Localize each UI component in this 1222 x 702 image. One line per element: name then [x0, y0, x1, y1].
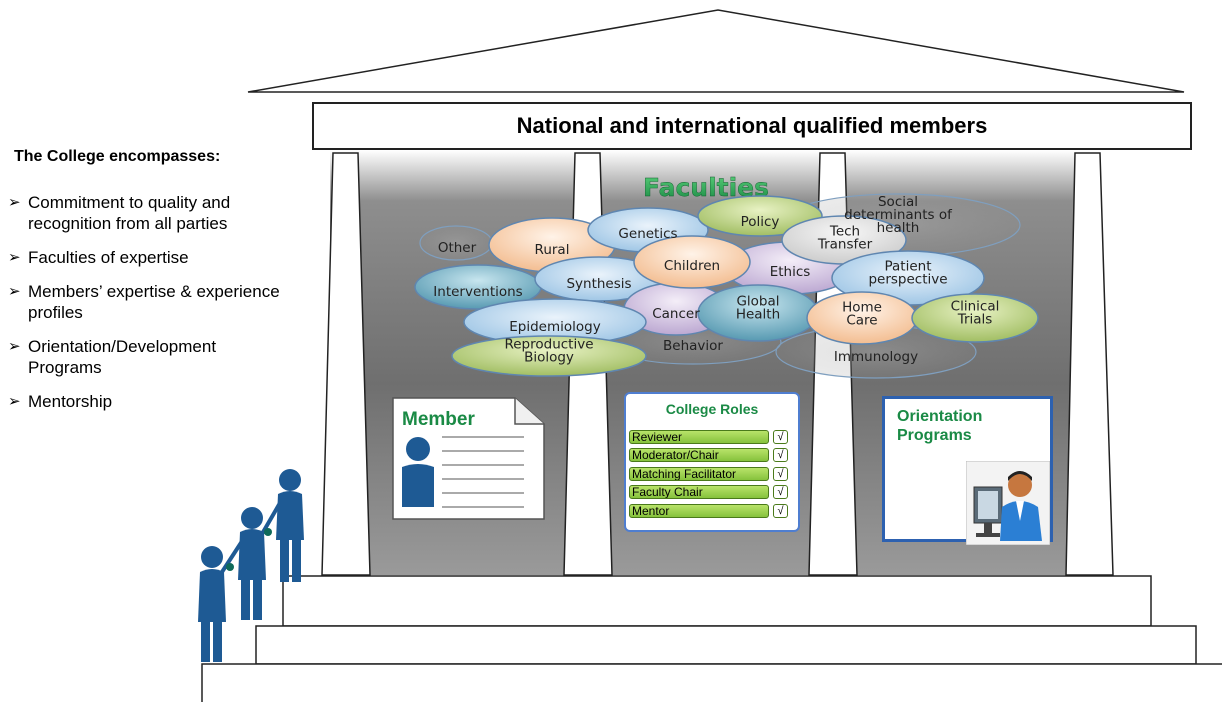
- faculty-bubble: [697, 284, 819, 342]
- checkmark-icon: √: [773, 430, 788, 444]
- person-figure-small: [198, 546, 226, 662]
- checkmark-icon: √: [773, 485, 788, 500]
- faculty-bubble: [806, 291, 918, 345]
- step-bottom: [201, 663, 1222, 702]
- pillar-4: [1065, 152, 1114, 576]
- list-item: ➢Mentorship: [8, 392, 113, 411]
- document-icon: [392, 397, 545, 520]
- arrow-bullet-icon: ➢: [8, 283, 21, 300]
- sidebar-title: The College encompasses:: [14, 148, 221, 165]
- pillar-1: [321, 152, 371, 576]
- faculty-bubble: [419, 225, 493, 261]
- college-roles-title: College Roles: [665, 401, 759, 417]
- role-row: Moderator/Chair √: [629, 447, 788, 463]
- list-item: ➢Orientation/Development Programs: [8, 337, 217, 377]
- checkmark-icon: √: [773, 503, 788, 518]
- bullet-list: ➢Commitment to quality and recognition f…: [8, 192, 288, 425]
- faculty-cloud: [414, 193, 1039, 379]
- member-card-title: Member: [402, 409, 475, 430]
- banner-title: National and international qualified mem…: [312, 102, 1192, 150]
- roof: [247, 9, 1185, 93]
- arrow-bullet-icon: ➢: [8, 338, 21, 355]
- college-roles-panel: College Roles Reviewer √ Moderator/Chair √…: [624, 392, 800, 532]
- role-label: Moderator/Chair: [629, 448, 769, 463]
- step-top: [282, 575, 1152, 627]
- list-item: ➢Commitment to quality and recognition f…: [8, 193, 231, 233]
- role-row: Matching Facilitator √: [629, 466, 788, 482]
- faculty-bubble: [633, 235, 751, 289]
- faculty-bubble: [451, 335, 647, 377]
- arrow-bullet-icon: ➢: [8, 194, 21, 211]
- arrow-bullet-icon: ➢: [8, 249, 21, 266]
- people-figures: [198, 469, 304, 662]
- role-row: Mentor √: [629, 503, 788, 519]
- role-row: Faculty Chair √: [629, 484, 788, 500]
- member-profile-card: Member: [392, 397, 545, 520]
- step-middle: [255, 625, 1197, 665]
- checkmark-icon: √: [773, 466, 788, 481]
- roles-list: Reviewer √ Moderator/Chair √ Matching Faci…: [629, 429, 788, 521]
- role-label: Reviewer: [629, 430, 769, 444]
- role-label: Mentor: [629, 503, 769, 518]
- faculty-bubble: [911, 293, 1039, 343]
- orientation-title: Orientation Programs: [897, 408, 983, 444]
- faculty-bubble: [697, 195, 823, 237]
- list-item: ➢Faculties of expertise: [8, 248, 189, 267]
- person-figure-tall: [276, 469, 304, 582]
- role-label: Matching Facilitator: [629, 466, 769, 481]
- role-row: Reviewer √: [629, 429, 788, 445]
- role-label: Faculty Chair: [629, 485, 769, 500]
- arrow-bullet-icon: ➢: [8, 393, 21, 410]
- faculties-title: Faculties: [643, 173, 769, 202]
- orientation-programs-panel: Orientation Programs: [882, 396, 1053, 545]
- checkmark-icon: √: [773, 448, 788, 463]
- person-at-computer-icon: [966, 461, 1050, 545]
- list-item: ➢Members’ expertise & experience profile…: [8, 282, 280, 322]
- person-figure-medium: [238, 507, 266, 620]
